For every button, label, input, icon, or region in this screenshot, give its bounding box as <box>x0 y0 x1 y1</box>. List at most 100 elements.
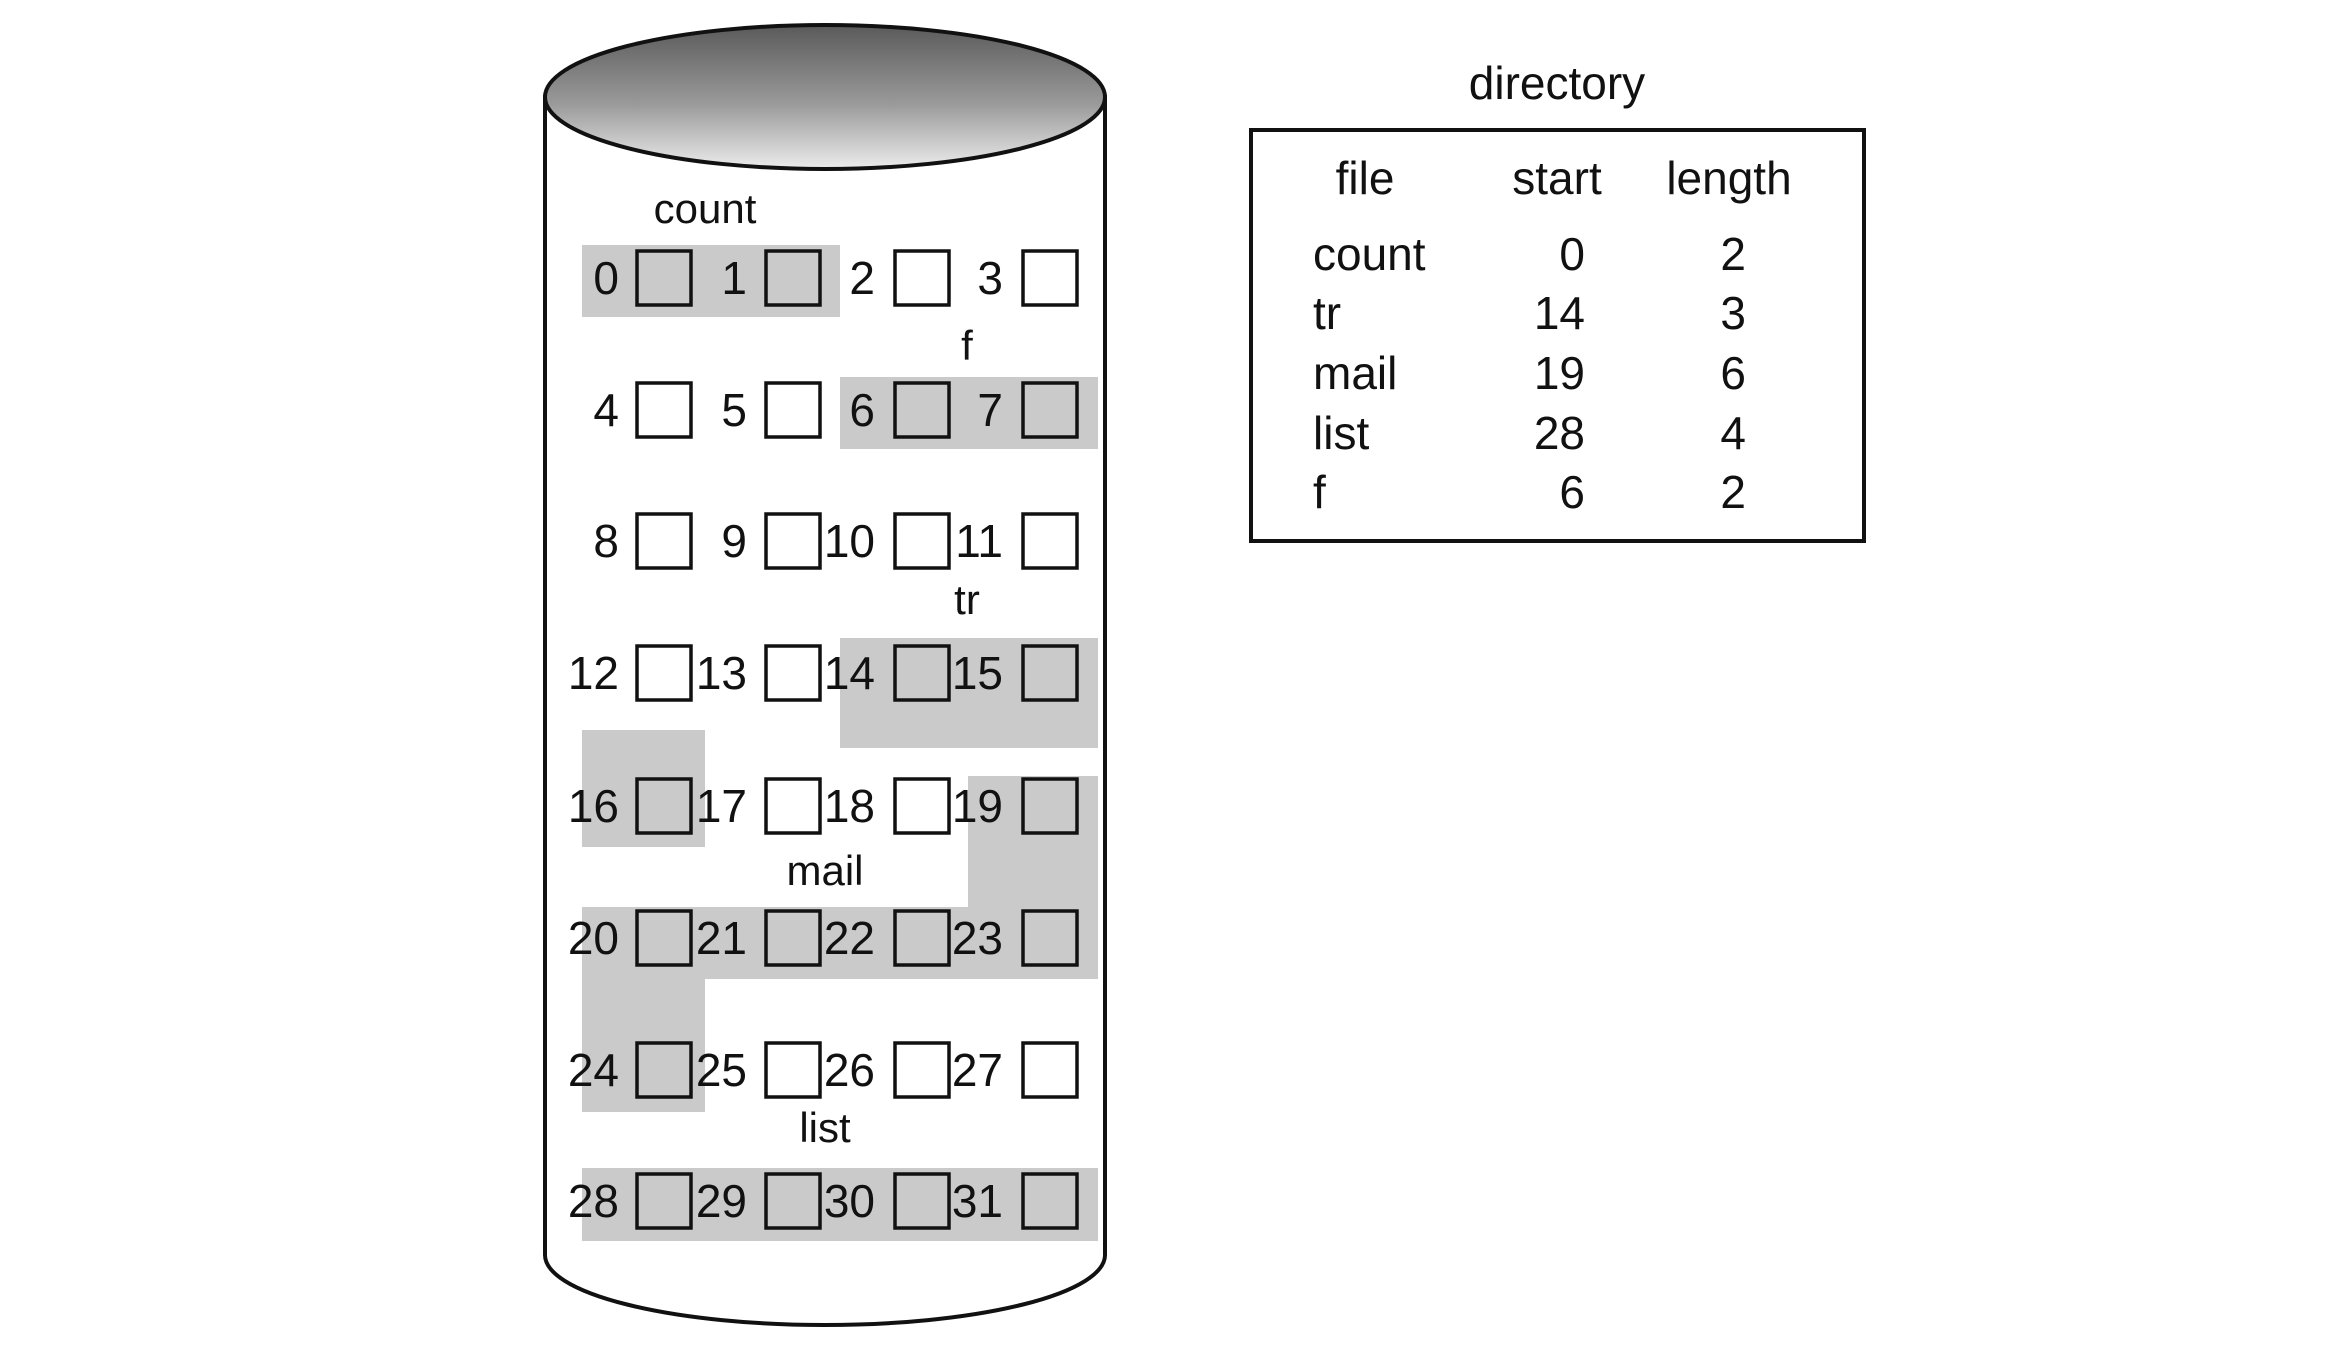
disk-block: 28 <box>568 1172 693 1230</box>
block-box <box>893 1172 951 1230</box>
header-length: length <box>1666 152 1791 204</box>
directory-row: f 6 2 <box>1313 466 1746 518</box>
disk-block: 29 <box>696 1172 822 1230</box>
file-label-count: count <box>654 185 757 232</box>
block-number: 2 <box>849 252 875 304</box>
block-number: 8 <box>593 515 619 567</box>
block-number: 31 <box>952 1175 1003 1227</box>
block-box <box>635 381 693 439</box>
row-file: list <box>1313 407 1369 459</box>
block-box <box>764 512 822 570</box>
disk-block: 7 <box>977 381 1079 439</box>
disk-block: 9 <box>721 512 822 570</box>
disk-block: 4 <box>593 381 693 439</box>
block-number: 23 <box>952 912 1003 964</box>
block-box <box>1021 512 1079 570</box>
disk-block: 5 <box>721 381 822 439</box>
disk-block: 8 <box>593 512 693 570</box>
block-box <box>635 777 693 835</box>
block-box <box>893 512 951 570</box>
disk-block: 24 <box>568 1041 693 1099</box>
disk-block: 2 <box>849 249 951 307</box>
header-file: file <box>1336 152 1395 204</box>
file-label-mail: mail <box>786 847 863 894</box>
block-box <box>1021 1172 1079 1230</box>
directory-row: count 0 2 <box>1313 228 1746 280</box>
block-box <box>1021 381 1079 439</box>
block-box <box>764 381 822 439</box>
disk-block: 27 <box>952 1041 1079 1099</box>
block-number: 11 <box>955 515 1003 567</box>
block-box <box>764 1172 822 1230</box>
block-number: 17 <box>696 780 747 832</box>
directory-table: directory file start length count 0 2 tr… <box>1249 57 1866 543</box>
disk-block: 16 <box>568 777 693 835</box>
block-number: 29 <box>696 1175 747 1227</box>
block-number: 3 <box>977 252 1003 304</box>
block-box <box>893 249 951 307</box>
block-box <box>1021 249 1079 307</box>
row-start: 14 <box>1534 287 1585 339</box>
disk-block: 26 <box>824 1041 951 1099</box>
disk-block: 17 <box>696 777 822 835</box>
disk-block: 21 <box>696 909 822 967</box>
block-box <box>635 644 693 702</box>
disk-block: 13 <box>696 644 822 702</box>
block-number: 18 <box>824 780 875 832</box>
disk-file-labels: count f tr mail list <box>654 185 980 1151</box>
file-label-tr: tr <box>954 576 980 623</box>
row-length: 3 <box>1720 287 1746 339</box>
row-start: 19 <box>1534 347 1585 399</box>
block-number: 26 <box>824 1044 875 1096</box>
disk-block: 1 <box>721 249 822 307</box>
block-box <box>1021 1041 1079 1099</box>
block-number: 14 <box>824 647 875 699</box>
row-file: tr <box>1313 287 1341 339</box>
row-file: f <box>1313 466 1326 518</box>
row-start: 0 <box>1559 228 1585 280</box>
block-box <box>635 1172 693 1230</box>
disk-block: 20 <box>568 909 693 967</box>
block-box <box>1021 644 1079 702</box>
file-label-list: list <box>799 1104 851 1151</box>
block-box <box>893 381 951 439</box>
block-box <box>893 909 951 967</box>
block-box <box>764 644 822 702</box>
block-number: 27 <box>952 1044 1003 1096</box>
block-box <box>764 909 822 967</box>
block-number: 15 <box>952 647 1003 699</box>
directory-row: mail 19 6 <box>1313 347 1746 399</box>
block-number: 19 <box>952 780 1003 832</box>
block-box <box>764 249 822 307</box>
block-box <box>635 909 693 967</box>
directory-header: file start length <box>1336 152 1792 204</box>
block-box <box>635 249 693 307</box>
block-number: 1 <box>721 252 747 304</box>
disk-block: 0 <box>593 249 693 307</box>
block-number: 6 <box>849 384 875 436</box>
row-file: count <box>1313 228 1426 280</box>
block-number: 30 <box>824 1175 875 1227</box>
row-start: 28 <box>1534 407 1585 459</box>
header-start: start <box>1512 152 1602 204</box>
block-box <box>893 1041 951 1099</box>
block-number: 10 <box>824 515 875 567</box>
disk-block: 30 <box>824 1172 951 1230</box>
disk-block: 19 <box>952 777 1079 835</box>
block-number: 16 <box>568 780 619 832</box>
disk-top <box>543 23 1107 171</box>
block-box <box>893 644 951 702</box>
block-number: 12 <box>568 647 619 699</box>
directory-row: tr 14 3 <box>1313 287 1746 339</box>
row-length: 2 <box>1720 466 1746 518</box>
directory-title: directory <box>1469 57 1645 109</box>
block-box <box>764 1041 822 1099</box>
row-start: 6 <box>1559 466 1585 518</box>
disk-block: 31 <box>952 1172 1079 1230</box>
disk-block: 15 <box>952 644 1079 702</box>
block-number: 4 <box>593 384 619 436</box>
disk-block: 22 <box>824 909 951 967</box>
row-length: 4 <box>1720 407 1746 459</box>
